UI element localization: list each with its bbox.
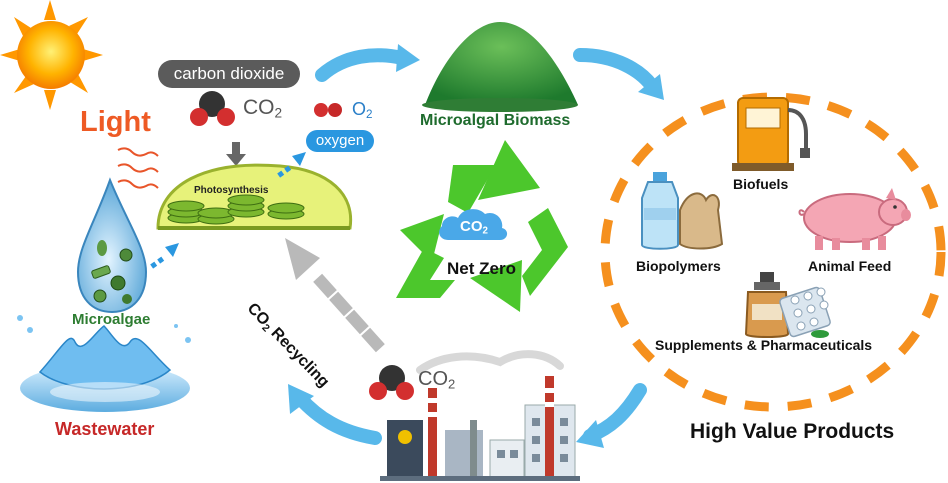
bottle-icon [641,172,679,250]
cloud-icon [439,209,508,240]
o2-sub: 2 [366,107,373,121]
factory-icon [380,350,580,481]
microalgal-biomass-label: Microalgal Biomass [420,112,571,129]
flow-arrow-factory-to-wastewater [288,384,382,445]
photosynthesis-label: Photosynthesis [194,185,269,196]
flow-arrow-to-products [573,48,664,100]
co2-bottom-sub: 2 [448,376,456,392]
co2-bottom-text: CO [418,368,448,390]
bag-icon [679,192,724,250]
pill-pack-icon [779,286,831,338]
recycle-icon [396,140,568,312]
co2-cloud-label: CO2 [460,218,488,236]
supplements-label: Supplements & Pharmaceuticals [655,337,873,353]
splash-droplet-icon [17,315,23,321]
co2-top-text: CO [243,96,275,119]
co2-cloud-text: CO [460,218,483,235]
products-dashed-ring [600,92,946,412]
net-zero-label: Net Zero [447,259,516,278]
o2-molecule-icon [314,103,342,117]
carbon-dioxide-label: carbon dioxide [158,60,300,88]
water-splash-icon [20,324,191,412]
co2-input-arrow-icon [226,142,246,166]
water-drop-icon [76,177,148,314]
microalgae-label: Microalgae [72,311,151,328]
light-rays-icon [117,147,159,189]
biomass-pile-icon [422,22,578,112]
flow-arrow-to-biomass [315,44,420,82]
animal-feed-label: Animal Feed [808,258,892,274]
co2-top-sub: 2 [274,105,283,121]
co2-recycling-arrow-icon [285,238,385,353]
microalgae-input-arrow-icon [150,243,179,269]
light-label: Light [80,106,151,138]
biofuels-label: Biofuels [733,176,789,192]
high-value-products-label: High Value Products [690,420,895,443]
biopolymers-label: Biopolymers [636,258,721,274]
chloroplast-icon [156,163,353,230]
co2-molecule-icon [190,91,235,126]
co2-formula-top: CO2 [243,96,282,120]
flow-arrow-products-to-factory [576,383,647,448]
wastewater-label: Wastewater [55,419,155,439]
sun-icon [0,0,103,110]
fuel-pump-icon [732,97,810,171]
co2-cloud-sub: 2 [482,225,488,237]
oxygen-output-arrow-icon [277,152,306,178]
co2-molecule-bottom-icon [369,365,414,400]
o2-formula: O2 [352,99,373,121]
oxygen-label: oxygen [306,130,374,152]
supplement-jar-icon [744,272,790,338]
pig-icon [798,188,911,250]
o2-text: O [352,99,367,119]
co2-formula-bottom: CO2 [418,368,455,391]
